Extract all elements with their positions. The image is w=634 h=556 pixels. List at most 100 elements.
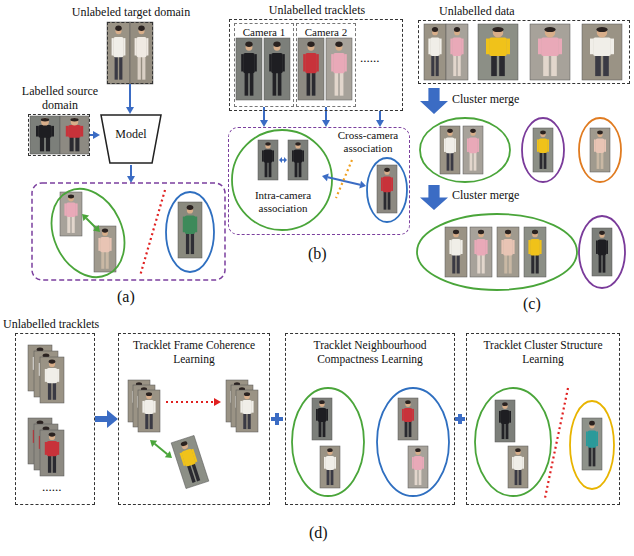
camera-label: Camera 1: [235, 26, 293, 39]
hair: [405, 400, 411, 404]
leg: [186, 233, 189, 254]
leg: [119, 56, 122, 80]
arrow-line: [129, 84, 131, 107]
torso: [333, 53, 344, 73]
hair: [319, 400, 325, 404]
hair: [327, 448, 333, 452]
photo-ground: [40, 357, 64, 403]
pedestrian-photo: [40, 430, 64, 476]
leg: [40, 137, 44, 151]
step-label: Cluster merge: [452, 92, 519, 107]
arm: [528, 240, 530, 254]
arm: [57, 442, 59, 455]
photo-ground: [138, 390, 160, 432]
torso: [530, 239, 540, 256]
leg: [273, 72, 277, 96]
leg: [451, 152, 454, 170]
arm: [486, 240, 488, 254]
pedestrian-photo: [312, 398, 332, 440]
leg: [543, 55, 549, 76]
arrow-head: [359, 181, 366, 189]
panel-label: (c): [523, 294, 541, 313]
torso: [264, 150, 273, 163]
leg: [551, 55, 557, 76]
hair: [245, 41, 252, 47]
pedestrian-photo: [138, 390, 160, 432]
hair: [384, 168, 390, 172]
leg: [589, 447, 592, 467]
pedestrian-photo: [582, 418, 602, 470]
cluster-ellipse: [417, 214, 577, 290]
arrow-head: [260, 120, 268, 127]
association-label: Intra-camera association: [245, 189, 321, 215]
leg: [278, 72, 282, 96]
hair: [470, 129, 476, 133]
arm: [506, 39, 510, 55]
separator-line: [336, 160, 352, 198]
arrow-line: [325, 107, 327, 120]
pedestrian-photo: [326, 38, 352, 100]
panel-label: (d): [309, 523, 328, 542]
arrow-line: [130, 165, 132, 176]
photo-ground: [298, 38, 324, 100]
pedestrian-photo: [446, 24, 468, 80]
photo-ground: [236, 390, 258, 432]
arm: [467, 138, 469, 151]
hair: [146, 392, 152, 396]
arrow-head: [279, 157, 282, 163]
arm: [440, 39, 442, 55]
pedestrian-photo: [582, 24, 622, 80]
photo-ground: [377, 165, 397, 213]
pedestrian-photo: [530, 24, 570, 80]
pedestrian-photo: [30, 116, 60, 154]
leg: [491, 55, 497, 76]
arm: [547, 139, 549, 151]
leg: [436, 55, 439, 76]
arm: [444, 138, 446, 151]
torso: [305, 53, 316, 73]
arm: [606, 240, 608, 253]
leg: [53, 382, 56, 399]
learning-box: Tracklet Frame Coherence Learning: [118, 333, 270, 505]
leg: [474, 152, 477, 170]
arm: [604, 139, 606, 151]
torso: [185, 215, 196, 233]
box-heading: Labelled source domain: [15, 84, 105, 112]
arm: [454, 138, 456, 151]
model-trapezoid: Model: [100, 114, 162, 164]
arm: [98, 238, 100, 251]
leg: [515, 469, 518, 485]
arm: [240, 401, 242, 413]
ellipsis-mark: ......: [360, 50, 380, 66]
pedestrian-photo: [424, 24, 446, 80]
torso: [489, 37, 507, 55]
cluster-ellipse: [377, 388, 449, 496]
leg: [269, 162, 272, 177]
arm: [512, 457, 514, 469]
arm: [142, 401, 144, 413]
hair: [492, 27, 503, 32]
leg: [447, 152, 450, 170]
pedestrian-photo: [60, 116, 89, 154]
arm: [316, 54, 318, 71]
pedestrian-photo: [288, 140, 308, 180]
pedestrian-photo: [440, 126, 460, 174]
leg: [323, 421, 326, 437]
pedestrian-photo: [470, 227, 492, 277]
torso: [318, 408, 327, 422]
rotated-photo: [171, 435, 209, 488]
arm: [477, 138, 479, 151]
pedestrian-photo: [508, 446, 528, 488]
merge-arrow: [420, 88, 448, 114]
image-box: Unlabeled target domain: [107, 22, 153, 84]
hair: [115, 25, 121, 31]
arm: [252, 401, 254, 413]
leg: [335, 72, 339, 96]
arm: [450, 39, 452, 55]
merge-arrow: [420, 185, 448, 210]
head: [493, 27, 503, 37]
arm: [501, 240, 503, 254]
hair: [596, 27, 607, 32]
photo-ground: [582, 418, 602, 470]
leg: [504, 255, 507, 274]
